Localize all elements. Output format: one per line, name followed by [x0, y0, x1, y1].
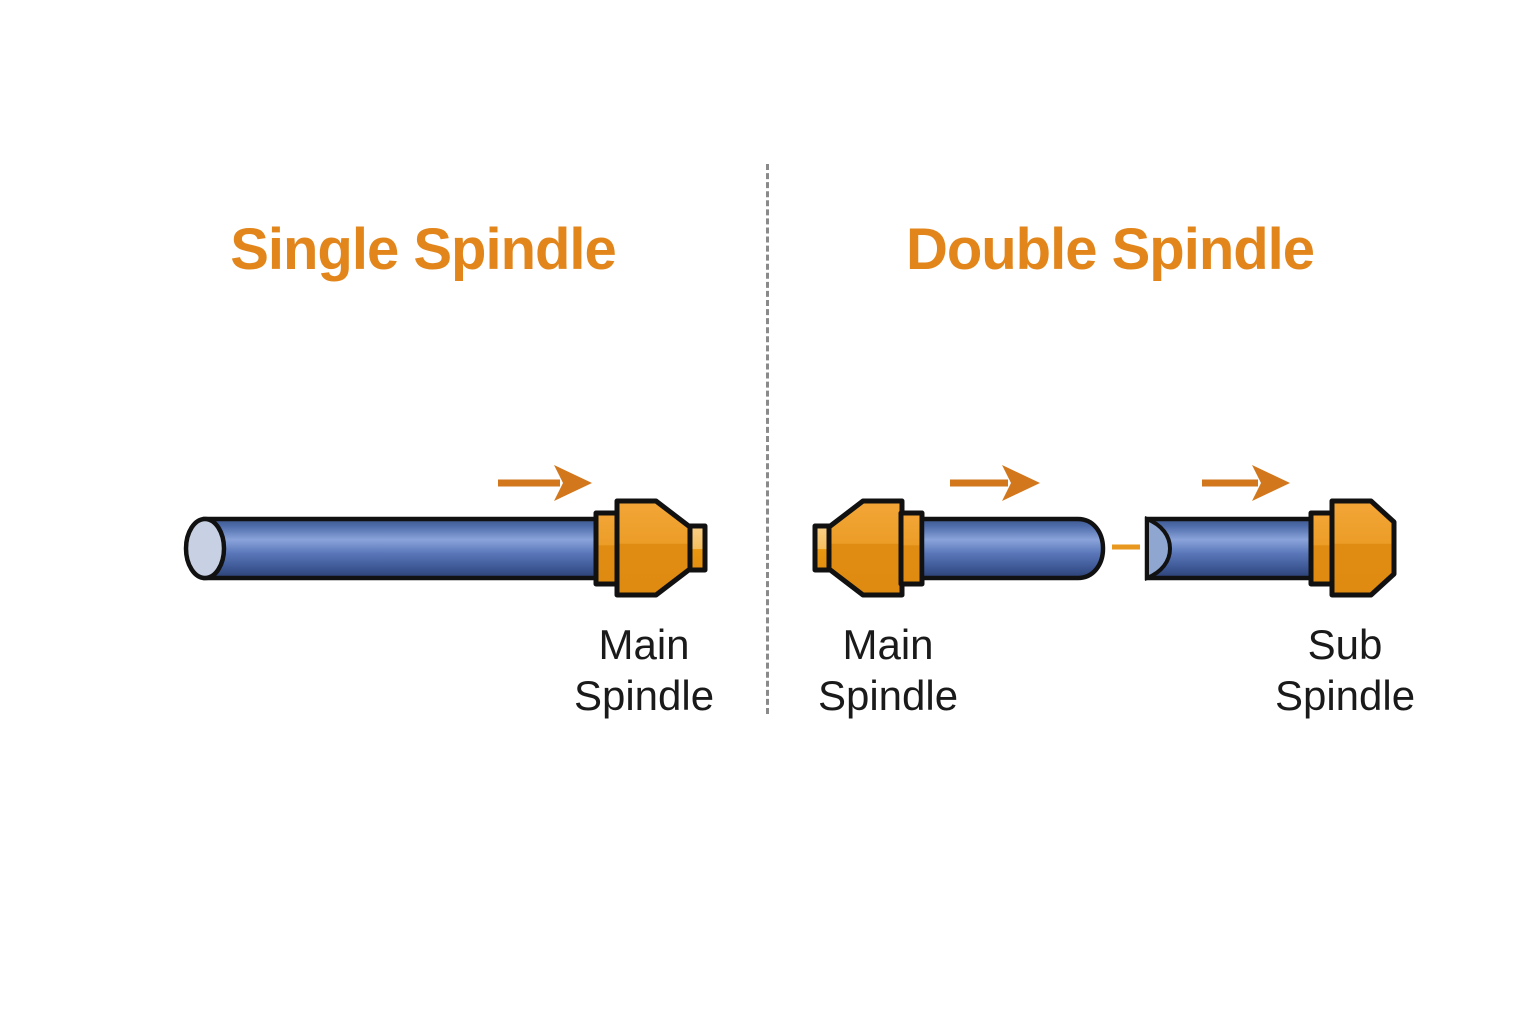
double-main-spindle-label: Main Spindle	[817, 621, 959, 719]
double-spindle-figure	[812, 465, 1397, 598]
arrow-right-icon	[1202, 465, 1290, 501]
cut-face	[1145, 516, 1173, 581]
arrow-right-icon	[950, 465, 1040, 501]
bar-end-face	[183, 516, 227, 581]
sub-spindle-chuck	[1308, 498, 1397, 598]
double-sub-spindle-label: Sub Spindle	[1274, 621, 1416, 719]
single-main-spindle-label: Main Spindle	[573, 621, 715, 719]
single-spindle-figure	[183, 465, 708, 598]
arrow-right-icon	[498, 465, 592, 501]
main-spindle-chuck	[812, 498, 925, 598]
main-spindle-chuck	[593, 498, 708, 598]
double-spindle-title: Double Spindle	[905, 217, 1315, 282]
single-spindle-title: Single Spindle	[230, 217, 617, 282]
bar-stock	[183, 516, 614, 581]
panel-divider	[766, 164, 769, 714]
sub-workpiece	[1144, 516, 1314, 581]
main-workpiece	[919, 516, 1106, 581]
